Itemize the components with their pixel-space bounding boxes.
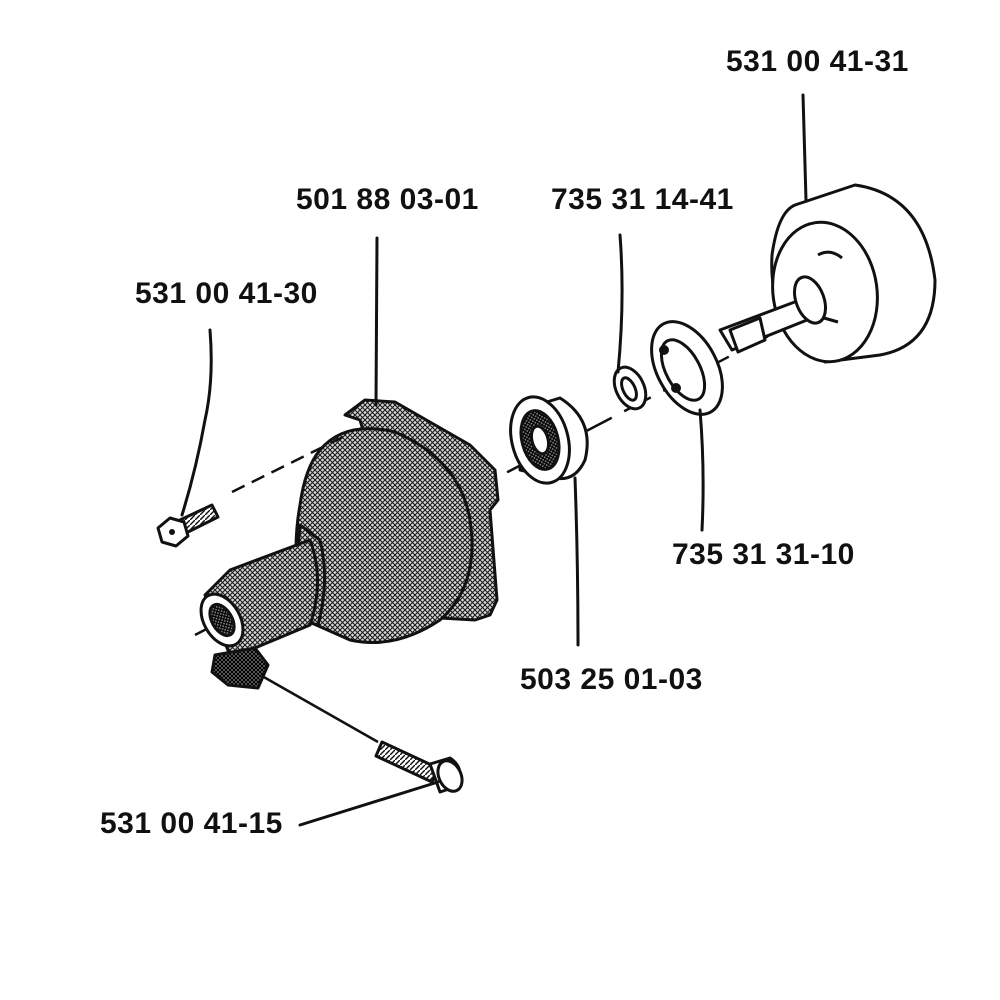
label-clamp-screw: 531 00 41-15 [100,807,283,840]
clamp-screw-axis [261,674,379,744]
leader-ball-bearing [573,476,580,647]
circlip [612,365,648,411]
gear-housing [199,398,500,690]
clutch-drum [718,183,937,364]
ball-bearing [509,395,589,485]
label-circlip: 735 31 14-41 [551,183,734,216]
retaining-ring [650,320,724,416]
label-housing-screw: 531 00 41-30 [135,277,318,310]
housing-screw [156,503,220,548]
leader-clutch-drum [801,93,808,202]
label-gear-housing: 501 88 03-01 [296,183,479,216]
leader-housing-screw [180,328,213,517]
label-ball-bearing: 503 25 01-03 [520,663,703,696]
leader-retaining-ring [698,408,705,532]
leader-clamp-screw [298,780,440,827]
label-retaining-ring: 735 31 31-10 [672,538,855,571]
leader-circlip [616,233,624,374]
label-clutch-drum: 531 00 41-31 [726,45,909,78]
leader-gear-housing [374,236,379,407]
